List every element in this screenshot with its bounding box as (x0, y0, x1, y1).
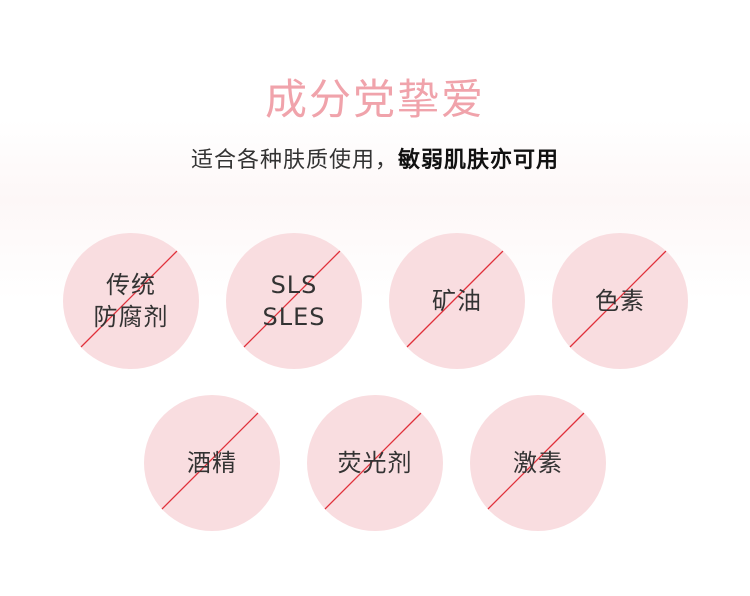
slash-icon (320, 412, 422, 514)
page-subtitle: 适合各种肤质使用，敏弱肌肤亦可用 (0, 146, 750, 176)
free-from-badge: 荧光剂 (307, 395, 443, 531)
badge-label: 矿油 (432, 287, 482, 315)
badge-label: 激素 (513, 449, 563, 477)
free-from-badge: 矿油 (389, 233, 525, 369)
free-from-badge: 激素 (470, 395, 606, 531)
badge-label: 传统 防腐剂 (93, 271, 169, 331)
free-from-badge: 色素 (552, 233, 688, 369)
page-title: 成分党挚爱 (264, 75, 485, 124)
slash-icon (157, 412, 259, 514)
free-from-badge: 传统 防腐剂 (63, 233, 199, 369)
slash-icon (565, 250, 667, 352)
badge-label: 酒精 (187, 449, 237, 477)
slash-icon (76, 250, 178, 352)
badge-label: 色素 (595, 287, 645, 315)
subtitle-emphasis: 敏弱肌肤亦可用 (398, 148, 560, 173)
free-from-badge: SLS SLES (226, 233, 362, 369)
slash-icon (239, 250, 341, 352)
slash-icon (402, 250, 504, 352)
badge-label: SLS SLES (262, 271, 326, 331)
slash-icon (483, 412, 585, 514)
badge-label: 荧光剂 (337, 449, 413, 477)
free-from-badge: 酒精 (144, 395, 280, 531)
subtitle-regular: 适合各种肤质使用， (190, 148, 398, 173)
